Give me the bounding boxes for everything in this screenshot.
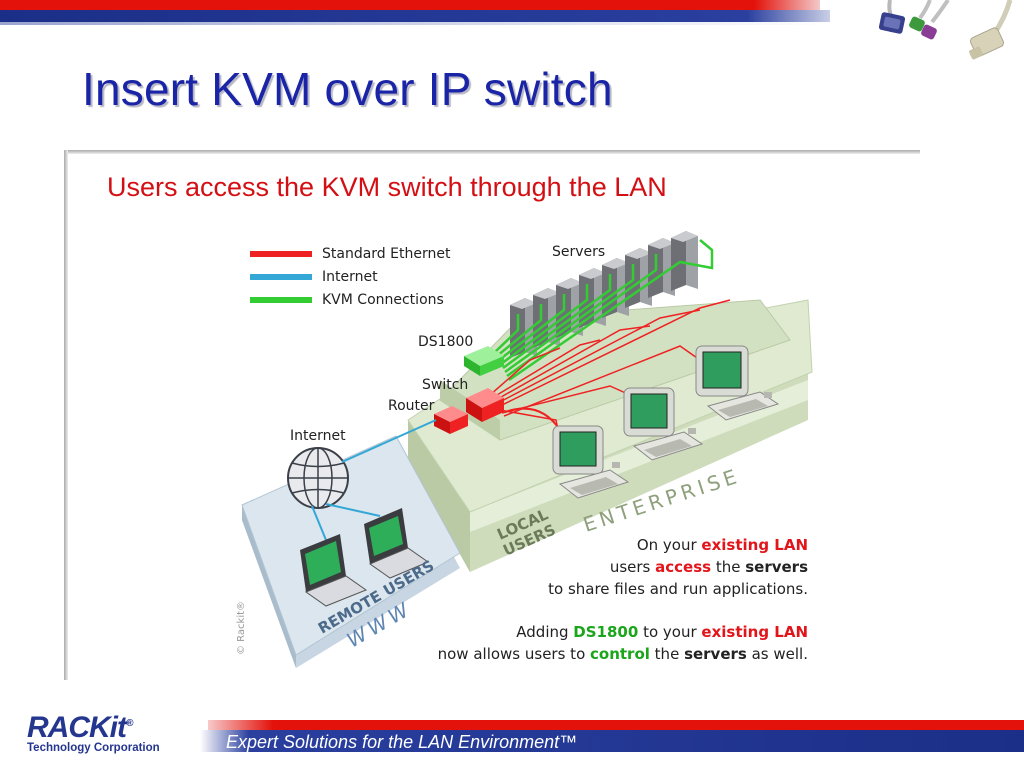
slide-title: Insert KVM over IP switch [82, 63, 613, 115]
laptop-icon [300, 534, 368, 607]
footer-red-bar [208, 720, 1024, 730]
internet-label: Internet [290, 428, 346, 444]
footer-slogan: Expert Solutions for the LAN Environment… [226, 732, 578, 752]
copyright-note: © Rackit® [236, 600, 247, 655]
frame-left-edge [64, 150, 68, 680]
caption-text: to share files and run applications. [548, 580, 808, 598]
local-workstation-1 [552, 425, 630, 499]
caption-line: On your existing LAN [500, 534, 808, 556]
caption-text: the [711, 558, 746, 576]
switch-label: Switch [422, 377, 469, 393]
legend-item-ethernet: Standard Ethernet [250, 242, 450, 265]
ps2-connectors-icon [909, 0, 950, 40]
caption-existing-lan: On your existing LAN users access the se… [500, 534, 808, 600]
vga-connector-icon [878, 0, 906, 34]
caption-highlight: existing LAN [701, 536, 808, 554]
caption-line: users access the servers [500, 556, 808, 578]
caption-text: the [649, 645, 685, 663]
diagram-frame [64, 150, 922, 682]
caption-highlight: existing LAN [701, 623, 808, 641]
frame-top-edge [64, 150, 920, 154]
legend-label: Internet [322, 268, 378, 285]
header-fade [0, 22, 830, 25]
caption-bold: servers [745, 558, 808, 576]
header-blue-bar [0, 10, 830, 22]
caption-highlight: DS1800 [573, 623, 639, 641]
legend-label: Standard Ethernet [322, 245, 451, 262]
caption-text: On your [636, 536, 702, 554]
local-workstation-3 [695, 345, 780, 421]
laptop-icon [364, 508, 430, 579]
logo-wordmark: RACKit® [27, 710, 160, 744]
logo-company-name: Technology Corporation [27, 742, 160, 754]
globe-icon [287, 447, 349, 509]
switch-device [466, 388, 504, 422]
router-label: Router [388, 398, 435, 414]
legend-swatch-green [250, 296, 312, 303]
server-icon [602, 258, 629, 318]
remote-users-platform [241, 435, 461, 668]
server-icon [625, 248, 652, 308]
kvm-connections [494, 239, 714, 382]
ds1800-label: DS1800 [418, 334, 474, 350]
logo-registered: ® [126, 718, 133, 729]
company-logo: RACKit® Technology Corporation [27, 710, 160, 755]
footer-blue-bar [200, 730, 1024, 752]
caption-bold: servers [684, 645, 747, 663]
legend-item-internet: Internet [250, 265, 450, 288]
header-red-bar [0, 0, 820, 10]
caption-text: as well. [746, 645, 808, 663]
slide-subtitle: Users access the KVM switch through the … [107, 172, 667, 202]
legend: Standard Ethernet Internet KVM Connectio… [250, 242, 450, 311]
legend-swatch-red [250, 250, 312, 257]
server-icon [533, 288, 560, 348]
parallel-connector-icon [969, 0, 1013, 60]
router-device [434, 406, 468, 434]
caption-text: Adding [516, 623, 574, 641]
legend-label: KVM Connections [322, 291, 444, 308]
internet-links [311, 419, 437, 541]
legend-item-kvm: KVM Connections [250, 288, 450, 311]
caption-highlight: access [655, 558, 712, 576]
caption-line: to share files and run applications. [500, 578, 808, 600]
servers-label: Servers [552, 244, 606, 260]
ds1800-device [464, 346, 504, 376]
logo-text: RACKit [27, 711, 127, 744]
caption-text: users [609, 558, 656, 576]
caption-text: now allows users to [437, 645, 591, 663]
server-icon [556, 278, 583, 338]
server-icon [579, 268, 606, 328]
connector-cables-graphic [878, 0, 1013, 60]
caption-highlight: control [590, 645, 650, 663]
local-workstation-2 [623, 387, 704, 461]
legend-swatch-blue [250, 273, 312, 280]
server-icon [671, 231, 698, 291]
caption-line: Adding DS1800 to your existing LAN [420, 621, 808, 643]
caption-adding-ds1800: Adding DS1800 to your existing LAN now a… [420, 621, 808, 665]
caption-line: now allows users to control the servers … [420, 643, 808, 665]
caption-text: to your [638, 623, 702, 641]
